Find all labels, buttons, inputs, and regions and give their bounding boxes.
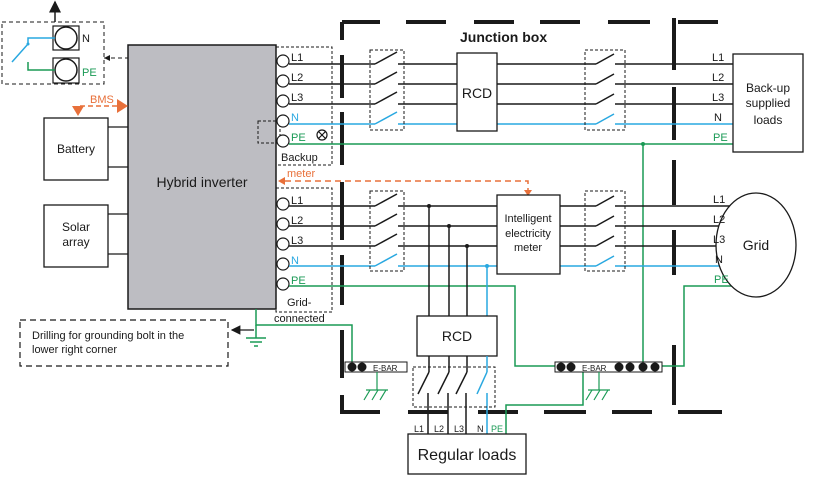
meter-link: [285, 180, 529, 192]
regular-loads-label: Regular loads: [418, 447, 517, 464]
ground-icon: [246, 337, 266, 347]
terminal-pe: [54, 58, 78, 82]
ebar-left-label: E-BAR: [373, 364, 398, 373]
solar-array-box: [43, 204, 109, 268]
backup-breaker-1: [369, 49, 405, 131]
regular-loads-box: [407, 433, 527, 475]
meter-line3: meter: [514, 242, 542, 254]
terminal-n: [54, 26, 78, 50]
grid-source: [715, 192, 797, 298]
intelligent-meter: [496, 194, 561, 275]
backup-loads-line1: Back-up: [746, 81, 790, 95]
relay-box: N PE: [1, 0, 105, 85]
grid-breaker-2: [584, 190, 626, 272]
battery-label: Battery: [57, 142, 95, 156]
battery-box: [43, 117, 109, 181]
grid-l2-label: L2: [291, 215, 303, 227]
regular-breaker: [412, 366, 496, 408]
ebar-left: E-BAR: [344, 361, 408, 401]
hybrid-inverter: [127, 44, 277, 310]
note-line2: lower right corner: [32, 344, 117, 356]
meter-line1: Intelligent: [504, 213, 551, 225]
meter-label: meter: [287, 168, 315, 180]
grid-label: Grid: [743, 237, 769, 253]
solar-label-line1: Solar: [62, 220, 90, 234]
backup-loads-line3: loads: [754, 113, 783, 127]
reg-pe-label: PE: [491, 424, 503, 434]
meter-line2: electricity: [505, 228, 551, 240]
grid-breaker-1: [369, 190, 405, 272]
earth-ground-icon: [363, 389, 388, 401]
bms-label: BMS: [90, 94, 114, 106]
rcd-backup-label: RCD: [462, 85, 492, 101]
note-line1: Drilling for grounding bolt in the: [32, 330, 184, 342]
relay-switch: [11, 37, 55, 63]
grid-caption-line2: connected: [274, 313, 325, 325]
backup-loads-box: [732, 53, 804, 153]
grid-caption-line1: Grid-: [287, 297, 312, 309]
grid-port: L1 L2 L3 N PE Grid- connected: [274, 187, 333, 325]
loads-pe-label: PE: [713, 132, 728, 144]
grid-circuit-wires: [289, 193, 748, 367]
backup-l1-label: L1: [291, 52, 303, 64]
reg-l1-label: L1: [414, 424, 424, 434]
solar-label-line2: array: [62, 235, 89, 249]
backup-breaker-2: [584, 49, 626, 131]
backup-n-label: N: [291, 112, 299, 124]
grid-src-l3-label: L3: [713, 234, 725, 246]
rcd-backup: [456, 52, 498, 132]
backup-port: L1 L2 L3 N PE Backup: [275, 46, 333, 166]
reg-n-label: N: [477, 424, 484, 434]
reg-l2-label: L2: [434, 424, 444, 434]
ebar-right-label: E-BAR: [582, 364, 607, 373]
earth-ground-icon: [585, 389, 610, 401]
relay-n-label: N: [82, 33, 90, 45]
grid-pe-label: PE: [291, 275, 306, 287]
grid-src-n-label: N: [715, 254, 723, 266]
meter-arrow-down-icon: [524, 190, 532, 196]
backup-l2-label: L2: [291, 72, 303, 84]
loads-l1-label: L1: [712, 52, 724, 64]
backup-loads-line2: supplied: [746, 96, 791, 110]
relay-pe-label: PE: [82, 67, 97, 79]
grid-l1-label: L1: [291, 195, 303, 207]
loads-l3-label: L3: [712, 92, 724, 104]
loads-n-label: N: [714, 112, 722, 124]
grid-n-label: N: [291, 255, 299, 267]
grid-src-pe-label: PE: [714, 274, 729, 286]
drilling-note-box: [19, 319, 229, 367]
grid-l3-label: L3: [291, 235, 303, 247]
junction-box-title: Junction box: [460, 29, 547, 45]
junction-box-border: [340, 18, 722, 414]
reg-l3-label: L3: [454, 424, 464, 434]
bms-arrow-down-icon: [72, 106, 84, 116]
busbar-marks: [340, 40, 676, 98]
inverter-label: Hybrid inverter: [156, 174, 247, 190]
loads-l2-label: L2: [712, 72, 724, 84]
backup-pe-label: PE: [291, 132, 306, 144]
backup-l3-label: L3: [291, 92, 303, 104]
grid-src-l1-label: L1: [713, 194, 725, 206]
backup-circuit-wires: [289, 51, 733, 145]
bms-arrow-icon: [117, 99, 128, 113]
rcd-regular: [416, 315, 498, 357]
meter-arrow-left-icon: [278, 177, 285, 185]
backup-caption: Backup: [281, 152, 318, 164]
rcd-regular-label: RCD: [442, 328, 472, 344]
grid-src-l2-label: L2: [713, 214, 725, 226]
ebar-right: E-BAR: [554, 361, 663, 401]
